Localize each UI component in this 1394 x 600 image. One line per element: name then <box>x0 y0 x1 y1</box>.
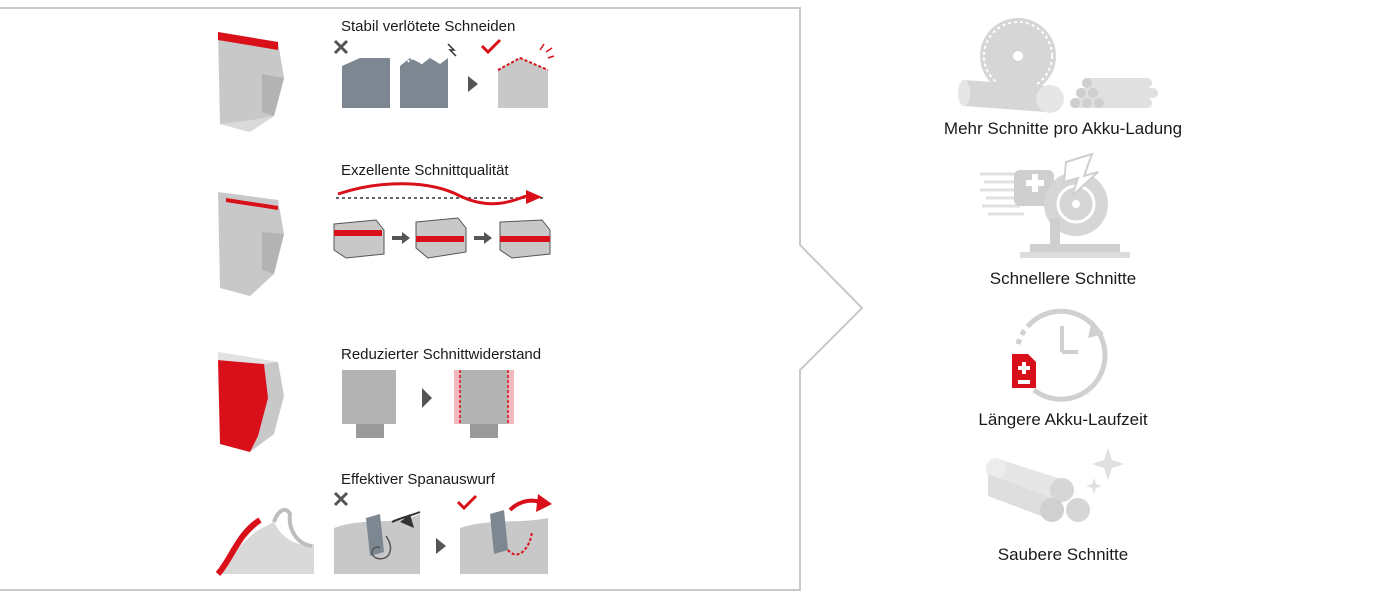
feature-1-label: Stabil verlötete Schneiden <box>341 18 516 35</box>
cut-quality-graphic <box>333 182 551 259</box>
cross-icon <box>333 39 349 55</box>
chip-curve-icon <box>215 507 314 576</box>
miter-saw-icon <box>980 152 1130 258</box>
clean-logs-sparkle-icon <box>986 448 1124 522</box>
check-icon <box>480 38 502 55</box>
benefit-1-label: Mehr Schnitte pro Akku-Ladung <box>943 119 1183 138</box>
chip-ejection-graphic <box>333 491 552 574</box>
feature-4-label: Effektiver Spanauswurf <box>341 471 495 488</box>
benefit-3-label: Längere Akku-Laufzeit <box>978 410 1148 429</box>
saw-blade-logs-icon <box>958 18 1158 113</box>
feature-3-label: Reduzierter Schnittwiderstand <box>341 346 542 363</box>
tooth-top-red-icon <box>218 32 284 132</box>
benefit-2-label: Schnellere Schnitte <box>989 269 1137 288</box>
cross-icon-2 <box>333 491 349 507</box>
check-icon-2 <box>456 494 478 511</box>
benefit-4-label: Saubere Schnitte <box>997 545 1129 564</box>
tooth-stripe-red-icon <box>218 192 284 296</box>
edge-comparison-graphic <box>333 38 555 108</box>
tooth-side-red-icon <box>218 352 284 452</box>
battery-clock-icon <box>1012 308 1108 402</box>
feature-2-label: Exzellente Schnittqualität <box>341 162 509 179</box>
cut-resistance-graphic <box>342 370 514 438</box>
